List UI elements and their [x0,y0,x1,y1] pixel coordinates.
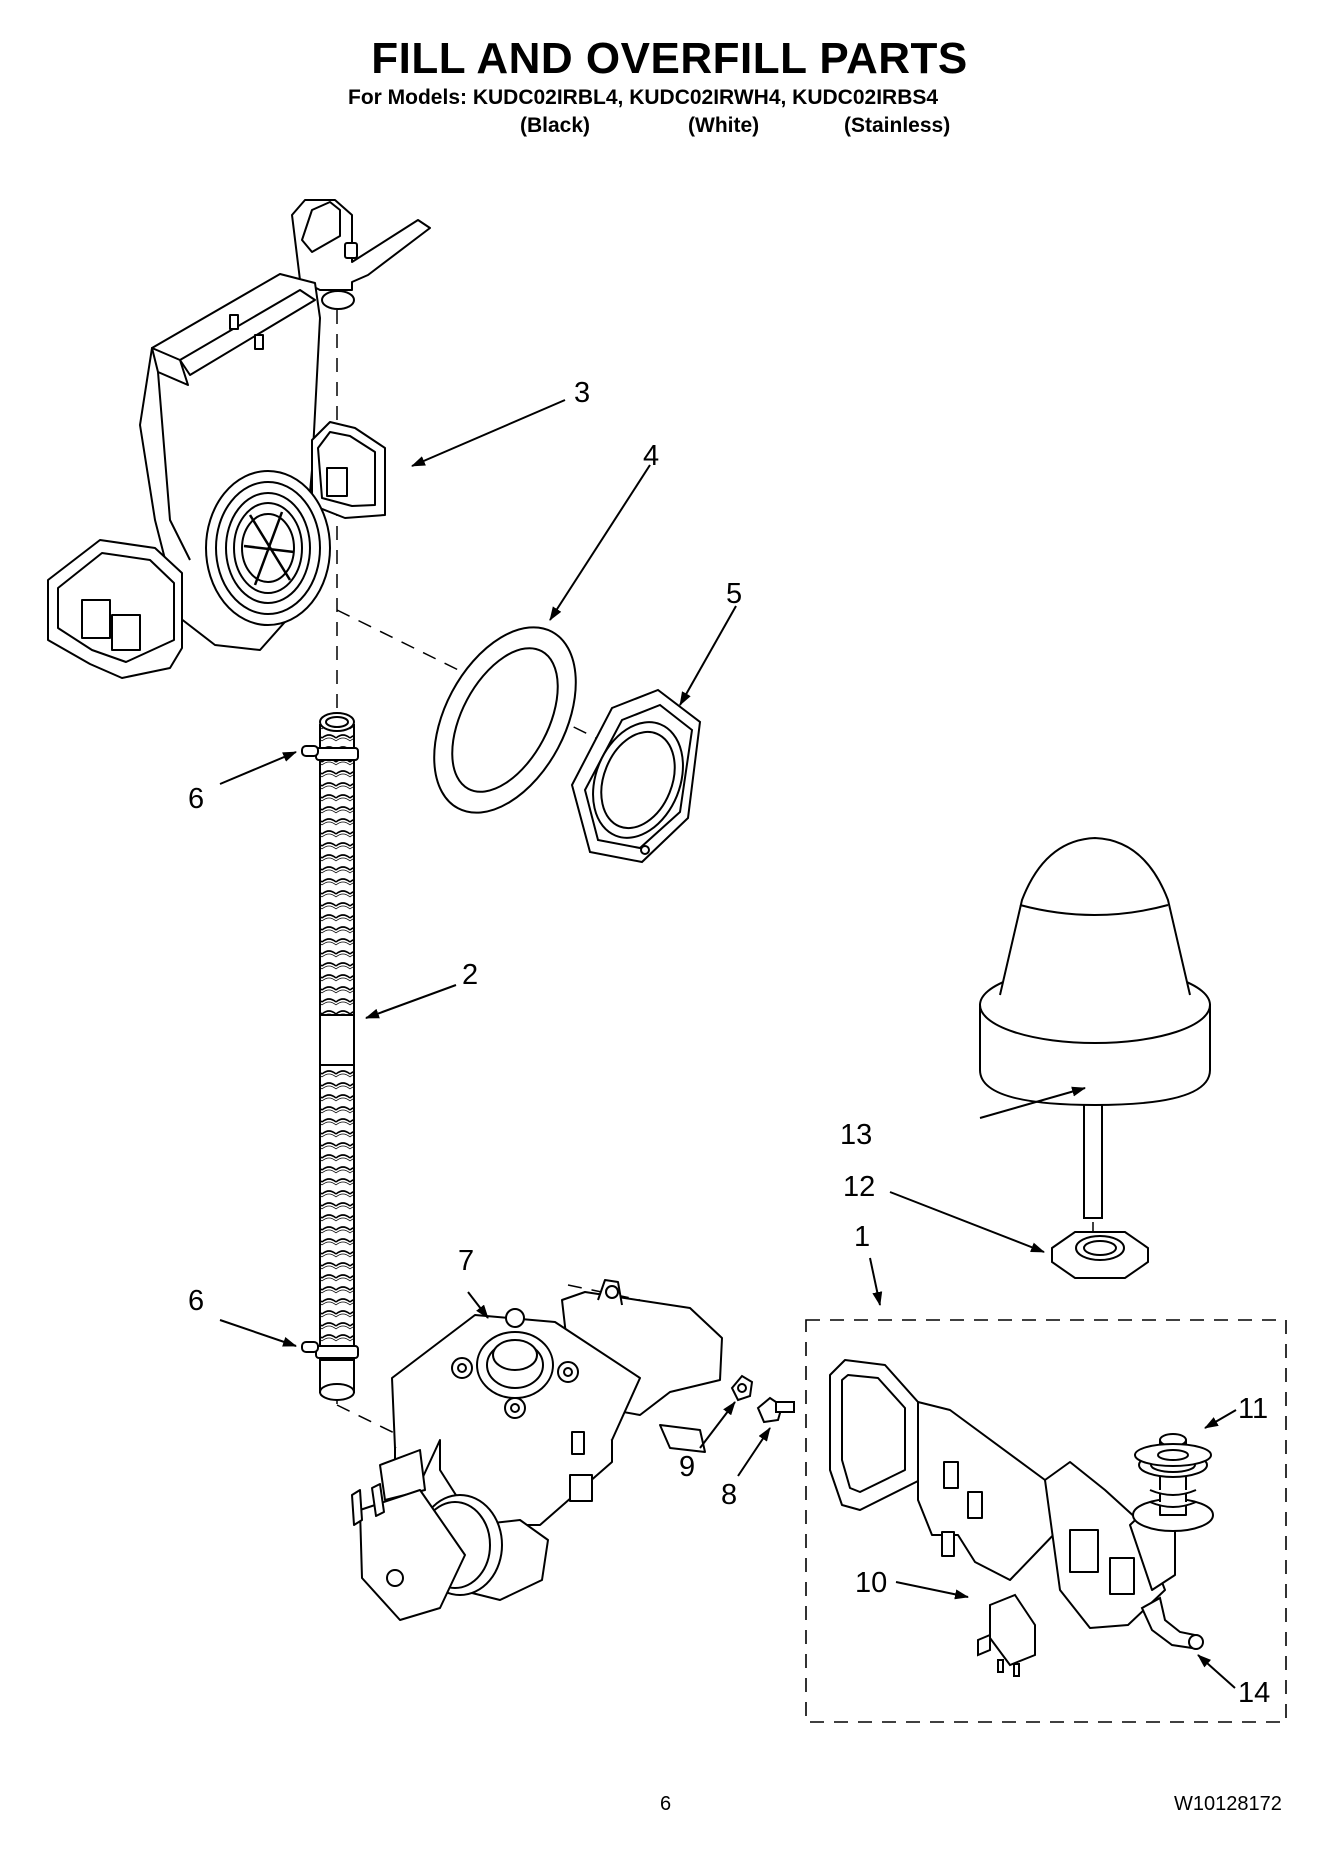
callout-11: 11 [1238,1393,1268,1425]
leader-arrows [219,399,1237,1689]
callout-5: 5 [726,578,742,610]
variant-stainless: (Stainless) [844,114,951,137]
callout-1: 1 [854,1221,870,1253]
part-9-washer [730,1374,754,1402]
part-10-switch [977,1593,1036,1677]
part-8-screw [756,1396,795,1424]
callout-numbers: 1 2 3 4 5 6 6 7 8 9 10 11 12 13 14 [188,377,1270,1709]
callout-6-upper: 6 [188,783,204,815]
part-2-fill-hose [319,712,355,1401]
part-3-fill-funnel [47,199,431,679]
callout-10: 10 [855,1567,887,1599]
callout-8: 8 [721,1479,737,1511]
callout-14: 14 [1238,1677,1270,1709]
variant-black: (Black) [520,114,591,137]
part-13-float [979,836,1211,1219]
models-line: For Models: KUDC02IRBL4, KUDC02IRWH4, KU… [348,86,939,109]
part-6-hose-clamps [301,745,359,1359]
callout-12: 12 [843,1171,875,1203]
page-title: FILL AND OVERFILL PARTS [371,34,968,83]
document-number: W10128172 [1174,1793,1282,1815]
callout-9: 9 [679,1451,695,1483]
variant-white: (White) [688,114,760,137]
part-12-float-nut [1051,1231,1149,1279]
part-7-water-valve [351,1279,723,1621]
part-14-spring-lever [1140,1596,1204,1650]
part-11-grommet [1134,1443,1212,1467]
callout-7: 7 [458,1245,474,1277]
callout-13: 13 [840,1119,872,1151]
callout-2: 2 [462,959,478,991]
part-1-float-switch-assembly [829,1359,1214,1629]
part-4-gasket-ring [433,626,577,814]
page-number: 6 [660,1793,672,1815]
callout-3: 3 [574,377,590,409]
model-variants: (Black) (White) (Stainless) [0,114,1339,140]
part-1-assembly-box [805,1319,1287,1723]
part-5-hex-nut [570,688,702,864]
callout-6-lower: 6 [188,1285,204,1317]
callout-4: 4 [643,440,659,472]
